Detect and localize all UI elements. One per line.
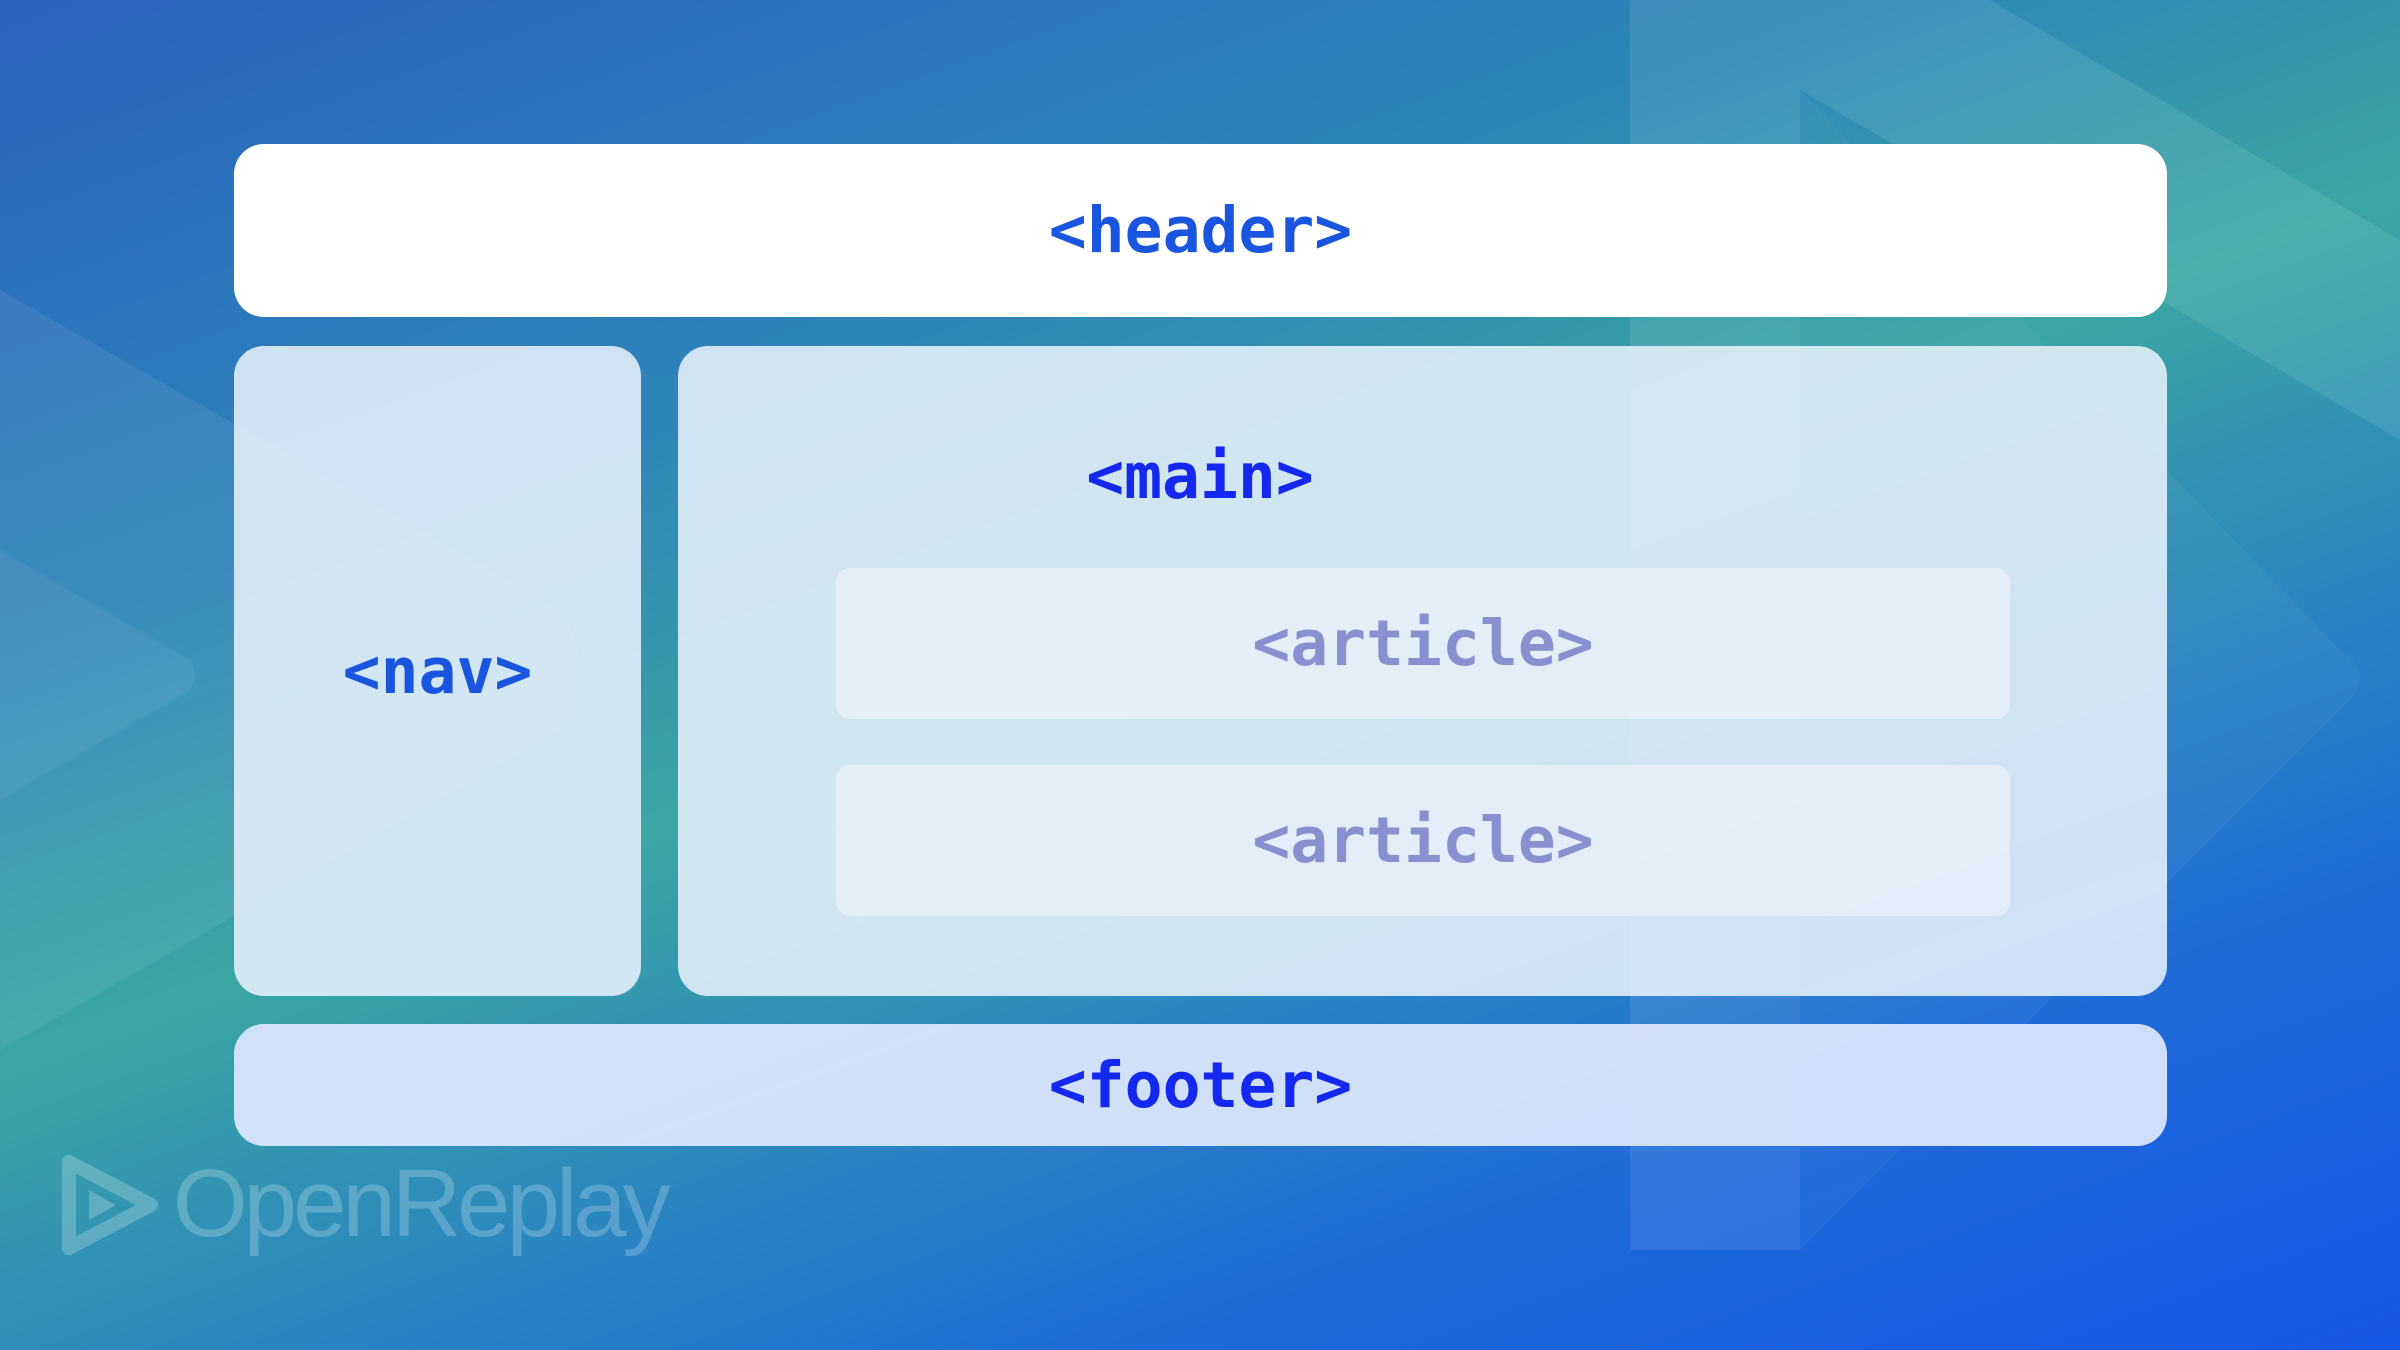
main-label: <main> — [1086, 440, 1314, 513]
svg-text:OpenReplay: OpenReplay — [173, 1150, 671, 1257]
article-label: <article> — [1252, 607, 1594, 680]
nav-label: <nav> — [342, 634, 533, 708]
nav-block: <nav> — [234, 346, 641, 996]
footer-label: <footer> — [1048, 1048, 1353, 1122]
article-block: <article> — [836, 568, 2010, 719]
article-block: <article> — [836, 765, 2010, 916]
openreplay-logo: OpenReplay — [61, 1150, 701, 1264]
play-triangle-icon: OpenReplay — [62, 1150, 675, 1257]
footer-block: <footer> — [234, 1024, 2167, 1146]
header-block: <header> — [234, 144, 2167, 317]
header-label: <header> — [1048, 194, 1353, 267]
article-label: <article> — [1252, 804, 1594, 877]
